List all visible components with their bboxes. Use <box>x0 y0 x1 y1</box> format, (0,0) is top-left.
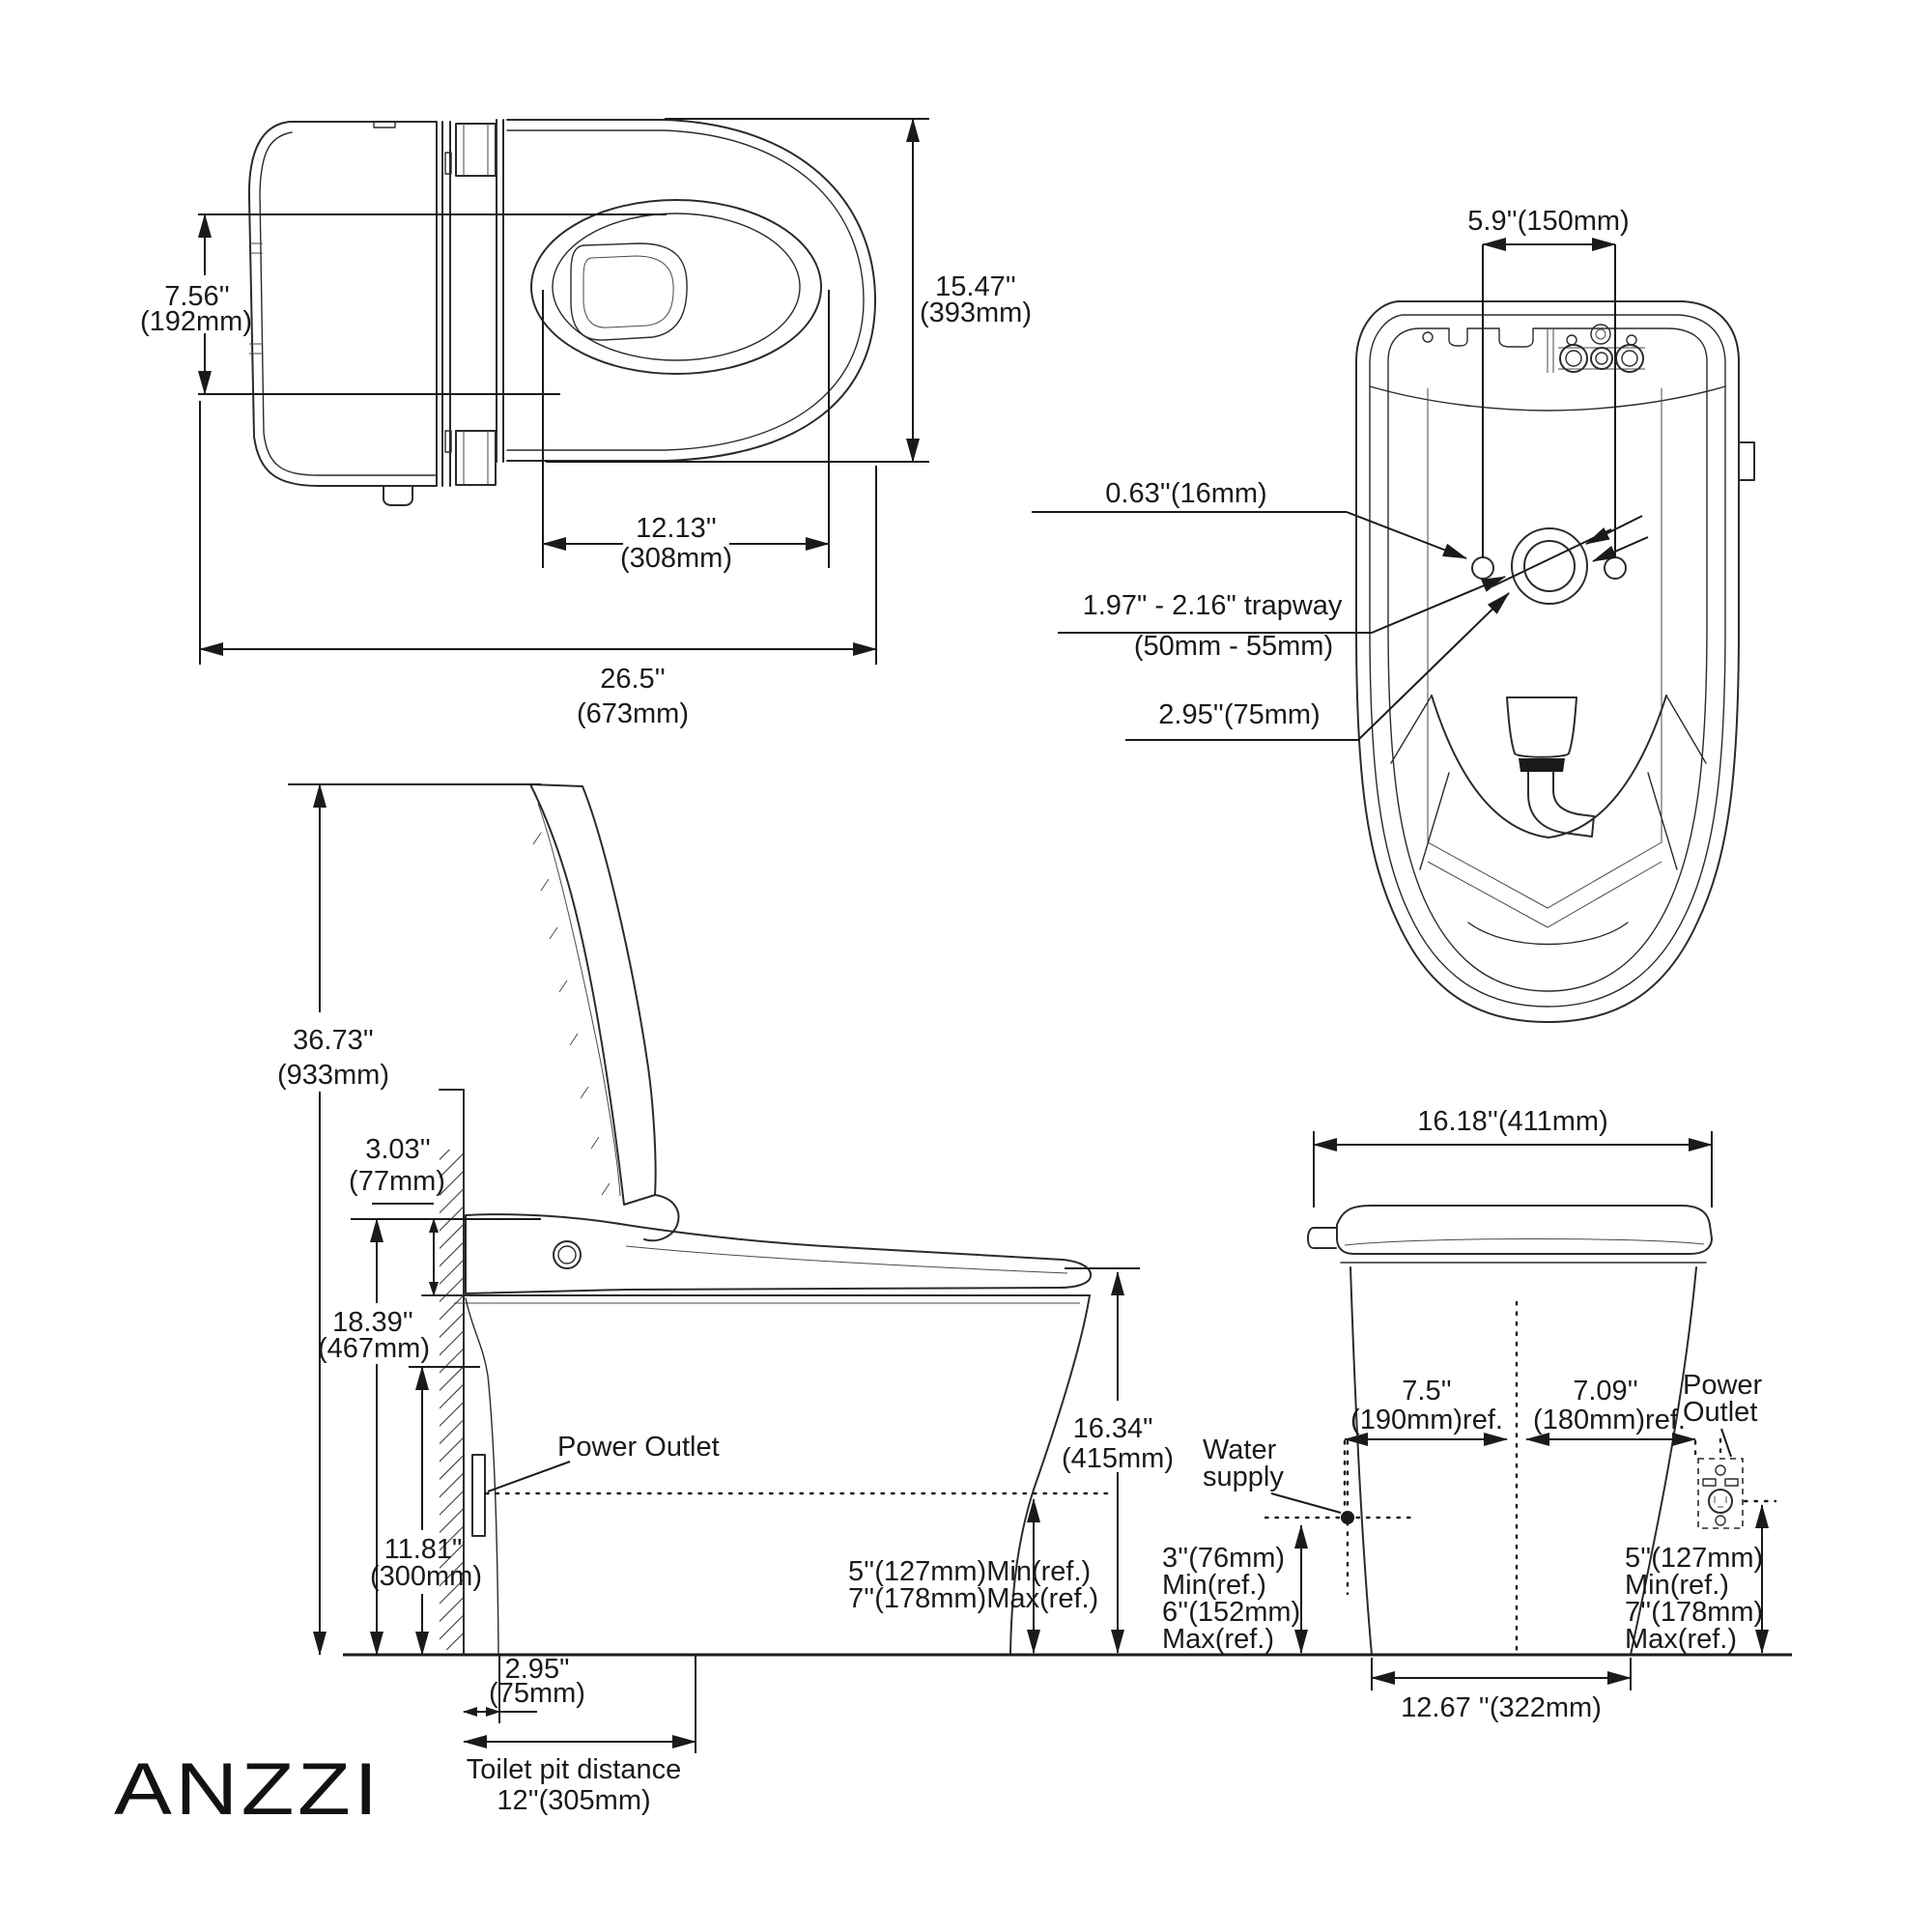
dim-left-half-mm: (190mm)ref. <box>1350 1405 1503 1435</box>
dim-seat-lid-mm: (77mm) <box>349 1166 445 1197</box>
label-power-outlet-line2: Outlet <box>1683 1397 1757 1428</box>
dim-outlet-max-ref: Max(ref.) <box>1625 1624 1737 1655</box>
side-button-nub <box>1307 1227 1337 1249</box>
dim-left-half-in: 7.5'' <box>1402 1376 1451 1406</box>
water-spot-outline <box>570 242 688 341</box>
bowl-rim-outline <box>530 199 822 375</box>
raised-lid <box>529 783 657 1206</box>
dim-bolt-spacing: 5.9''(150mm) <box>1467 206 1629 237</box>
dim-outlet-min: 5''(127mm) <box>1625 1543 1763 1574</box>
dim-base-width: 12.67 ''(322mm) <box>1401 1692 1602 1723</box>
dim-outlet-min-ref: Min(ref.) <box>1625 1570 1729 1601</box>
top-view-dimensions: 7.56'' (192mm) 15.47'' (393mm) 12.13'' (… <box>140 118 1032 729</box>
trap-pipe <box>1506 696 1595 838</box>
dim-water-min: 3''(76mm) <box>1162 1543 1285 1574</box>
top-view-toilet-outline <box>247 119 877 506</box>
side-view-toilet-outline <box>421 783 1113 1654</box>
label-bolt-hole-size: 0.63''(16mm) <box>1105 478 1266 509</box>
bidet-seat <box>465 1213 1093 1294</box>
power-outlet-front <box>1697 1458 1744 1529</box>
bolt-hole-right <box>1604 556 1627 580</box>
front-view-toilet-outline <box>1307 1205 1713 1657</box>
dim-bowl-height-in: 16.34" <box>1073 1413 1153 1444</box>
power-outlet-side <box>471 1454 486 1537</box>
label-trapway-size: 1.97" - 2.16" trapway <box>1083 590 1343 621</box>
label-water-supply-line1: Water <box>1203 1435 1277 1465</box>
bolt-hole-left <box>1471 556 1494 580</box>
top-view: 7.56'' (192mm) 15.47'' (393mm) 12.13'' (… <box>140 118 1032 729</box>
dim-overall-height-mm: (933mm) <box>277 1060 389 1091</box>
brand-logo: ANZZI <box>114 1747 382 1830</box>
front-view-dimensions: 16.18''(411mm) 7.5'' (190mm)ref. 7.09'' … <box>1162 1106 1777 1723</box>
trapway-outline <box>1511 527 1588 605</box>
dim-bowl-length-in: 12.13'' <box>636 513 717 544</box>
side-view: 36.73'' (933mm) 3.03'' (77mm) 18.39'' (4… <box>114 783 1792 1830</box>
dim-top-width: 16.18''(411mm) <box>1417 1106 1608 1137</box>
dim-wall-offset-in: 2.95" <box>505 1654 570 1685</box>
dim-bowl-length-mm: (308mm) <box>620 543 732 574</box>
dim-supply-max-side: 7''(178mm)Max(ref.) <box>848 1583 1098 1614</box>
dim-pit-value: 12''(305mm) <box>497 1785 650 1816</box>
wall <box>439 1089 465 1656</box>
dim-seat-height-in: 18.39'' <box>332 1307 413 1338</box>
dim-wall-offset-mm: (75mm) <box>489 1678 585 1709</box>
dim-overall-width-in: 15.47'' <box>935 271 1016 302</box>
dim-supply-min-side: 5''(127mm)Min(ref.) <box>848 1556 1091 1587</box>
dim-seat-width-mm: (192mm) <box>140 306 252 337</box>
bowl-back-edge <box>465 1297 499 1654</box>
dim-overall-height-in: 36.73'' <box>293 1025 374 1056</box>
bowl-front-edge <box>1009 1294 1091 1654</box>
dim-overall-length-in: 26.5'' <box>600 664 666 695</box>
supply-valve-knobs <box>1559 344 1644 373</box>
dim-pit-label: Toilet pit distance <box>467 1754 681 1785</box>
seat-button <box>553 1240 582 1269</box>
seat-lid-front <box>1336 1205 1713 1255</box>
front-view: 16.18''(411mm) 7.5'' (190mm)ref. 7.09'' … <box>1162 1106 1777 1723</box>
dim-seat-lid-in: 3.03'' <box>365 1134 431 1165</box>
body-sides <box>1350 1266 1697 1656</box>
dim-seat-height-mm: (467mm) <box>318 1333 430 1364</box>
dim-outlet-height-mm: (300mm) <box>370 1561 482 1592</box>
bottom-view-dimensions: 5.9''(150mm) 0.63''(16mm) 1.97" - 2.16" … <box>1032 206 1649 741</box>
dim-water-max: 6''(152mm) <box>1162 1597 1300 1628</box>
side-view-dimensions: 36.73'' (933mm) 3.03'' (77mm) 18.39'' (4… <box>277 783 1174 1816</box>
label-outlet-offset: 2.95''(75mm) <box>1158 699 1320 730</box>
dim-water-max-ref: Max(ref.) <box>1162 1624 1274 1655</box>
label-trapway-size-mm: (50mm - 55mm) <box>1134 631 1333 662</box>
dim-bowl-height-mm: (415mm) <box>1062 1443 1174 1474</box>
brand-logo-text: ANZZI <box>114 1747 382 1830</box>
dim-right-half-in: 7.09'' <box>1573 1376 1638 1406</box>
dim-overall-length-mm: (673mm) <box>577 698 689 729</box>
label-water-supply-line2: supply <box>1203 1462 1284 1492</box>
label-power-outlet-line1: Power <box>1683 1370 1763 1401</box>
dim-seat-width-in: 7.56'' <box>164 281 230 312</box>
dim-right-half-mm: (180mm)ref. <box>1533 1405 1686 1435</box>
bottom-view: 5.9''(150mm) 0.63''(16mm) 1.97" - 2.16" … <box>1032 206 1755 1023</box>
dim-outlet-max: 7''(178mm) <box>1625 1597 1763 1628</box>
dim-overall-width-mm: (393mm) <box>920 298 1032 328</box>
bottom-view-toilet-outline <box>1355 300 1755 1023</box>
dim-water-min-ref: Min(ref.) <box>1162 1570 1266 1601</box>
label-power-outlet-side: Power Outlet <box>557 1432 720 1463</box>
dim-outlet-height-in: 11.81" <box>384 1534 463 1565</box>
